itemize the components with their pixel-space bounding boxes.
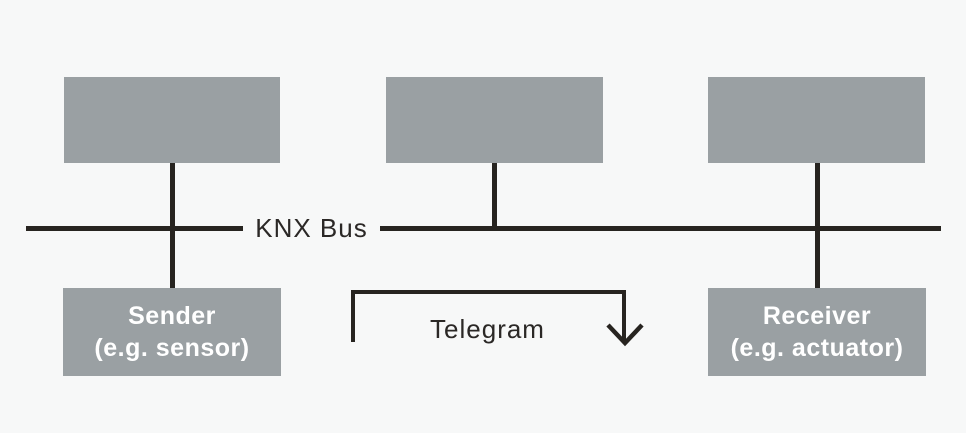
device-box-left [64, 77, 280, 163]
telegram-arrow-shaft [351, 290, 626, 294]
receiver-box: Receiver (e.g. actuator) [708, 288, 926, 376]
sender-title: Sender [128, 302, 216, 330]
telegram-arrow-right-drop [622, 290, 626, 340]
connector-line-receiver [815, 163, 820, 288]
bus-line-right-segment [380, 226, 941, 231]
device-box-right [708, 77, 925, 163]
telegram-arrow-left-tick [351, 290, 355, 342]
connector-line-middle [492, 163, 497, 231]
receiver-subtitle: (e.g. actuator) [730, 334, 904, 362]
telegram-label: Telegram [430, 314, 545, 344]
connector-line-sender [170, 163, 175, 288]
device-box-middle [386, 77, 603, 163]
sender-box: Sender (e.g. sensor) [63, 288, 281, 376]
bus-label: KNX Bus [255, 213, 368, 243]
arrow-down-icon [605, 322, 645, 353]
bus-line-left-segment [26, 226, 243, 231]
sender-subtitle: (e.g. sensor) [94, 334, 250, 362]
receiver-title: Receiver [762, 302, 872, 330]
